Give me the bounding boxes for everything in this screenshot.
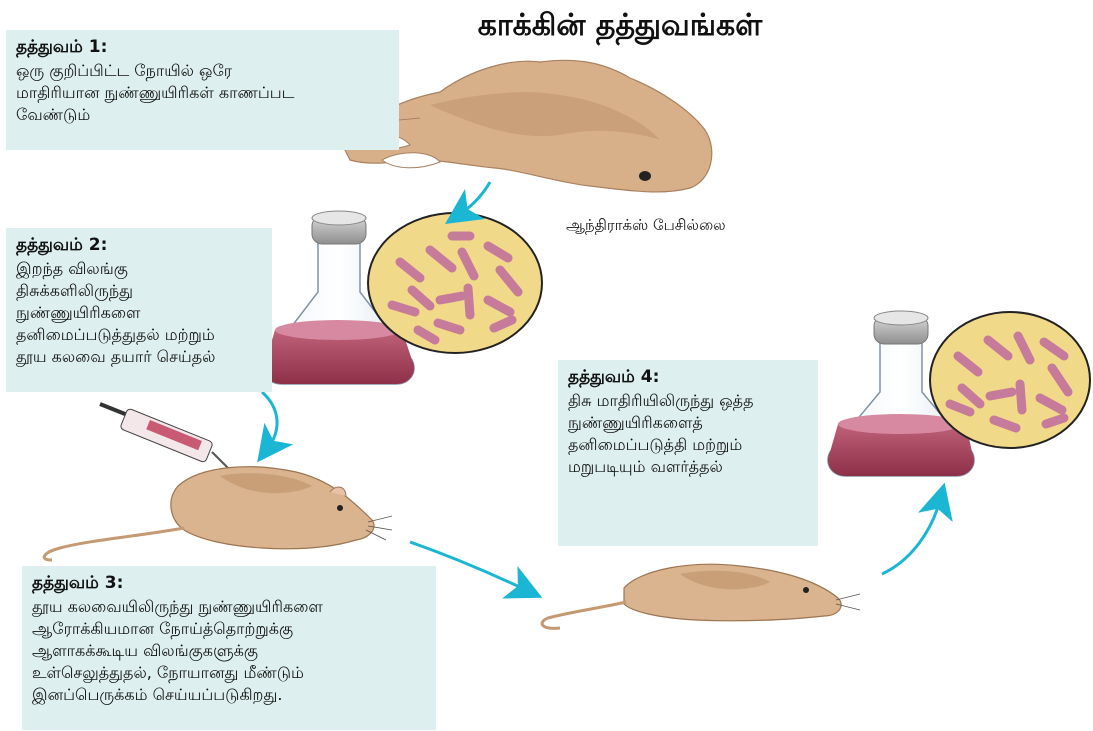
postulate-4-line: திசு மாதிரியிலிருந்து ஒத்த (568, 390, 808, 412)
postulate-3-heading: தத்துவம் 3: (32, 572, 426, 594)
postulate-1-heading: தத்துவம் 1: (16, 36, 389, 58)
flow-arrow-icon (262, 392, 277, 448)
postulate-3-line: தூய கலவையிலிருந்து நுண்ணுயிரிகளை (32, 596, 426, 618)
postulate-2-box: தத்துவம் 2: இறந்த விலங்கு திசுக்களிலிருந… (6, 228, 272, 392)
postulate-2-line: நுண்ணுயிரிகளை (16, 302, 262, 324)
postulate-2-line: தூய கலவை தயார் செய்தல் (16, 346, 262, 368)
flow-arrow-icon (882, 500, 940, 574)
postulate-4-box: தத்துவம் 4: திசு மாதிரியிலிருந்து ஒத்த ந… (558, 360, 818, 546)
postulate-1-line: ஒரு குறிப்பிட்ட நோயில் ஒரே (16, 60, 389, 82)
healthy-rat-icon (44, 467, 392, 560)
postulate-3-box: தத்துவம் 3: தூய கலவையிலிருந்து நுண்ணுயிர… (22, 566, 436, 730)
postulate-1-box: தத்துவம் 1: ஒரு குறிப்பிட்ட நோயில் ஒரே ம… (6, 30, 399, 150)
bacteria-caption: ஆந்திராக்ஸ் பேசில்லை (566, 216, 726, 236)
postulate-4-heading: தத்துவம் 4: (568, 366, 808, 388)
postulate-2-line: தனிமைப்படுத்துதல் மற்றும் (16, 324, 262, 346)
postulate-4-line: மறுபடியும் வளர்த்தல் (568, 456, 808, 478)
syringe-icon (100, 404, 236, 476)
postulate-3-line: ஆளாகக்கூடிய விலங்குகளுக்கு (32, 640, 426, 662)
postulate-4-line: தனிமைப்படுத்தி மற்றும் (568, 434, 808, 456)
postulate-2-heading: தத்துவம் 2: (16, 234, 262, 256)
flow-arrow-icon (460, 182, 490, 214)
postulate-1-line: வேண்டும் (16, 104, 389, 126)
postulate-4-line: நுண்ணுயிரிகளைத் (568, 412, 808, 434)
postulate-3-line: உள்செலுத்துதல், நோயானது மீண்டும் (32, 662, 426, 684)
postulate-3-line: ஆரோக்கியமான நோய்த்தொற்றுக்கு (32, 618, 426, 640)
postulate-2-line: இறந்த விலங்கு (16, 258, 262, 280)
bacteria-culture-icon (368, 213, 542, 353)
postulate-3-line: இனப்பெருக்கம் செய்யப்படுகிறது. (32, 684, 426, 706)
bacteria-culture-icon (930, 312, 1090, 448)
sick-rat-icon (542, 564, 860, 628)
postulate-2-line: திசுக்களிலிருந்து (16, 280, 262, 302)
postulate-1-line: மாதிரியான நுண்ணுயிரிகள் காணப்பட (16, 82, 389, 104)
